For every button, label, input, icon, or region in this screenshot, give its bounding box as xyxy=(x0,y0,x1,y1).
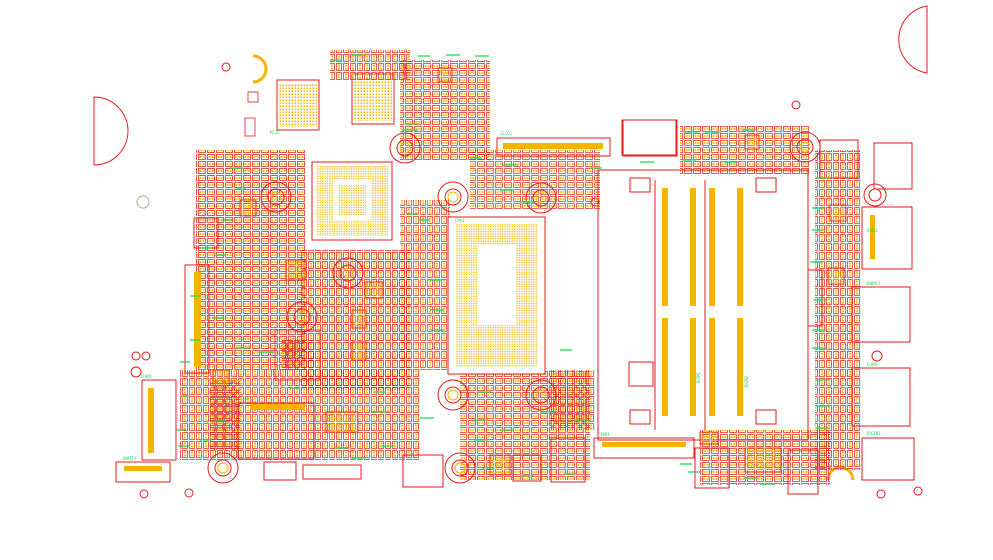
keyboard-label: JKB1 xyxy=(600,432,610,437)
power-jack-label: JDCIN1 xyxy=(866,431,881,436)
cpu-label: CPU1 xyxy=(455,218,465,223)
small-ic-chips xyxy=(212,67,847,476)
lcd-label: JLCD1 xyxy=(500,131,513,136)
mount-hole-small xyxy=(913,486,923,496)
standoff-holes xyxy=(207,131,887,484)
mount-hole-small xyxy=(141,351,151,361)
mount-hole-small xyxy=(221,62,231,72)
cpu-chip: CPU1 xyxy=(447,216,546,375)
mount-hole-small xyxy=(139,489,149,499)
pcb-label: PC13 xyxy=(270,130,280,135)
tooling-hole xyxy=(136,195,150,209)
audio-label: JAUD1 xyxy=(240,396,253,401)
board-edge-features xyxy=(93,5,928,499)
dimm-label-1: JDIM1 xyxy=(696,371,701,384)
right-half-circle-notch xyxy=(898,5,928,74)
yellow-arc-mark xyxy=(252,54,268,84)
pch-chip xyxy=(311,161,393,241)
mount-hole-small xyxy=(876,489,886,499)
lan-label: JLAN1 xyxy=(866,362,879,367)
dimm-pin-rows xyxy=(662,188,743,416)
memory-chip-group xyxy=(276,73,395,131)
silkscreen-ref-marks xyxy=(176,54,830,485)
silkscreen-labels: PC13 JUSB1 JHDMI1 JLAN1 JDCIN1 JFAN1 JBA… xyxy=(122,130,881,461)
mount-hole-small xyxy=(130,366,142,378)
dimm-label-2: JDIM2 xyxy=(744,375,749,388)
hdmi-label: JHDMI1 xyxy=(866,281,881,286)
usb-label: JUSB1 xyxy=(866,228,879,233)
connectors xyxy=(115,119,915,495)
mount-hole-small xyxy=(131,351,141,361)
fan-label: JFAN1 xyxy=(140,374,153,379)
battery-label: JBATT1 xyxy=(122,456,137,461)
mount-hole-small xyxy=(791,100,801,110)
left-half-circle-notch xyxy=(93,96,129,166)
mount-hole-small xyxy=(871,350,883,362)
mount-hole-small xyxy=(184,488,194,498)
